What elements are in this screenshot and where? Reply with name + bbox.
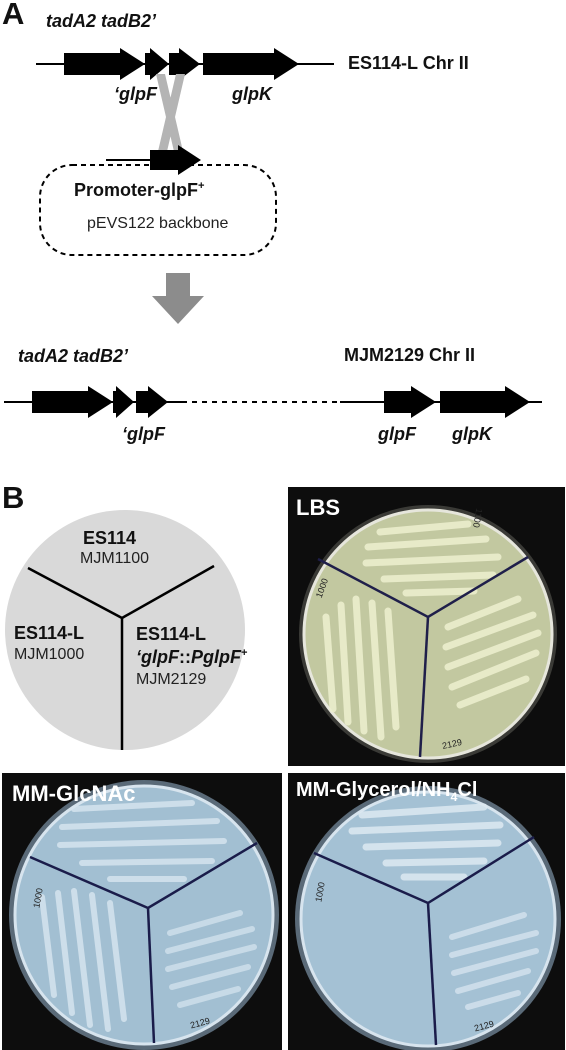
plate-key-diagram [5,510,245,750]
gene-arrow-tadA2 [64,48,145,80]
lbs-streaks-left [322,595,400,741]
glycerol-streaks-right [449,912,539,1010]
top-gene-label-glpF: ‘glpF [114,84,157,104]
photo-label-glycerol: MM-Glycerol/NH4Cl [296,779,478,804]
key-right-id: MJM2129 [136,671,207,688]
key-top-id: MJM1100 [80,550,150,567]
bottom-gene-arrow-tadA2 [32,386,113,418]
crossover-strand-2 [156,74,185,160]
key-divider-right [121,564,215,620]
panel-b-label: B [2,480,25,515]
top-chromosome-label: ES114-L Chr II [348,53,469,73]
key-right-genotype: ‘glpF::PglpF+ [136,647,248,667]
photo-label-lbs: LBS [296,495,340,520]
bottom-gene-label-glpF: glpF [378,424,416,444]
plate-key-disc [5,510,245,750]
bottom-gene-arrow-glpK [440,386,530,418]
bottom-gene-label-glpK: glpK [452,424,492,444]
key-left-id: MJM1000 [14,646,85,663]
lbs-streaks-right [442,595,542,709]
recombination-down-arrow [152,273,204,324]
gene-arrow-glpK [203,48,299,80]
bottom-gene-arrow-tadB2 [113,386,134,418]
panel-a-label: A [2,0,25,31]
lbs-streaks-top [362,520,502,597]
glycerol-plate-drawing [295,786,561,1050]
plasmid-outline [39,164,277,256]
glcnac-divider-bottom [146,907,156,1044]
glcnac-streaks-right [165,910,257,1008]
key-left-strain: ES114-L [14,623,85,643]
plasmid-name-label: Promoter-glpF+ [74,180,205,200]
gene-arrow-tadB2 [145,48,169,80]
glcnac-streaks-left [39,888,127,1032]
lbs-divider-bottom [418,616,430,758]
bottom-chromosome-label: MJM2129 Chr II [344,345,476,365]
gene-arrow-glpF-trunc [169,48,200,80]
photo-lbs-plate: LBS 1100 1000 2129 [288,487,565,766]
panel-a-gene-diagram [4,48,542,418]
glcnac-plate-drawing [9,780,279,1050]
photo-glcnac-plate: MM-GlcNAc 1000 2129 [2,773,282,1050]
key-right-strain: ES114-L [136,624,207,644]
bottom-gene-arrow-glpF [384,386,436,418]
key-divider-left [27,566,123,620]
plasmid-backbone-label: pEVS122 backbone [87,215,229,232]
plasmid-glpF-arrow [150,145,201,175]
bottom-gene-label-glpF-trunc: ‘glpF [122,424,165,444]
top-gene-label-glpK: glpK [232,84,272,104]
photo-label-glcnac: MM-GlcNAc [12,781,136,806]
glycerol-streaks-top [348,803,504,881]
photo-glycerol-plate: MM-Glycerol/NH4Cl 1000 2129 [288,773,565,1050]
top-gene-label-tad: tadA2 tadB2’ [46,11,157,31]
glcnac-streaks-top [57,800,227,882]
lbs-plate-drawing [299,505,557,763]
key-top-strain: ES114 [83,528,137,548]
bottom-gene-arrow-glpF-trunc [136,386,168,418]
glycerol-divider-bottom [426,902,438,1046]
bottom-gene-label-tad: tadA2 tadB2’ [18,346,129,366]
